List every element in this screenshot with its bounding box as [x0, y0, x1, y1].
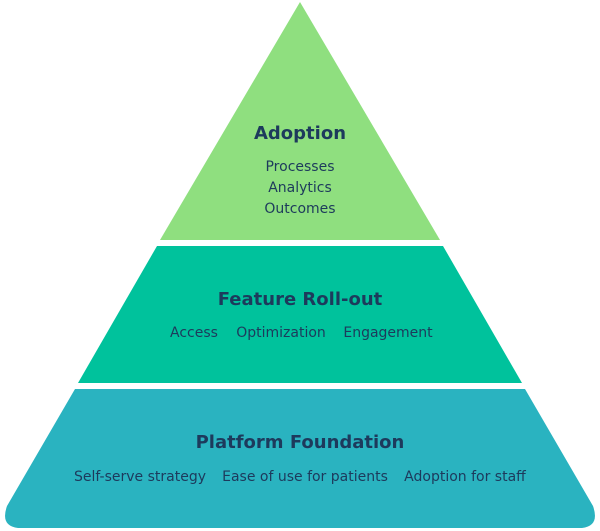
- tier-platform-foundation-item: Ease of use for patients: [222, 469, 388, 485]
- tier-feature-rollout: Feature Roll-out Access Optimization Eng…: [78, 246, 522, 383]
- tier-adoption-shape: [160, 2, 440, 240]
- tier-adoption: Adoption Processes Analytics Outcomes: [160, 2, 440, 240]
- tier-feature-rollout-item: Optimization: [236, 325, 326, 341]
- tier-platform-foundation-item: Self-serve strategy: [74, 469, 206, 485]
- tier-platform-foundation-item: Adoption for staff: [404, 469, 526, 485]
- tier-platform-foundation-shape: [5, 389, 595, 528]
- tier-platform-foundation: Platform Foundation Self-serve strategy …: [5, 389, 595, 528]
- tier-adoption-title: Adoption: [254, 123, 346, 144]
- tier-adoption-item: Outcomes: [264, 201, 335, 217]
- tier-adoption-item: Processes: [265, 159, 334, 175]
- tier-feature-rollout-shape: [78, 246, 522, 383]
- tier-feature-rollout-title: Feature Roll-out: [218, 289, 383, 310]
- tier-feature-rollout-item: Access: [170, 325, 218, 341]
- tier-feature-rollout-item: Engagement: [343, 325, 433, 341]
- tier-adoption-item: Analytics: [268, 180, 332, 196]
- tier-platform-foundation-title: Platform Foundation: [196, 432, 405, 453]
